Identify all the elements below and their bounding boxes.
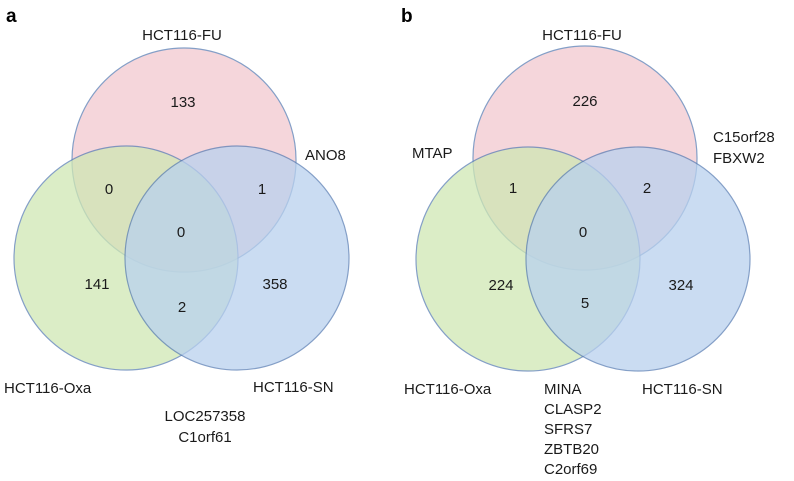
count-fu-only-b: 226 <box>572 93 597 110</box>
count-fu-sn-a: 1 <box>258 181 266 198</box>
count-all-a: 0 <box>177 224 185 241</box>
annotation-oxa-sn-a-2: C1orf61 <box>178 429 231 446</box>
annotation-oxa-sn-b-2: CLASP2 <box>544 401 602 418</box>
annotation-oxa-sn-b-5: C2orf69 <box>544 461 597 478</box>
count-oxa-only-b: 224 <box>488 277 513 294</box>
annotation-oxa-sn-a-1: LOC257358 <box>165 408 246 425</box>
set-circle-sn-b <box>525 146 751 372</box>
count-oxa-sn-a: 2 <box>178 299 186 316</box>
count-oxa-only-a: 141 <box>84 276 109 293</box>
panel-letter-a: a <box>6 6 17 27</box>
annotation-oxa-sn-b-3: SFRS7 <box>544 421 592 438</box>
set-label-fu-a: HCT116-FU <box>142 27 222 44</box>
annotation-oxa-sn-b-1: MINA <box>544 381 582 398</box>
set-label-oxa-a: HCT116-Oxa <box>4 380 92 397</box>
set-label-oxa-b: HCT116-Oxa <box>404 381 492 398</box>
count-sn-only-b: 324 <box>668 277 693 294</box>
count-fu-oxa-b: 1 <box>509 180 517 197</box>
count-fu-oxa-a: 0 <box>105 181 113 198</box>
annotation-fu-sn-b-1: C15orf28 <box>713 129 775 146</box>
set-label-fu-b: HCT116-FU <box>542 27 622 44</box>
annotation-oxa-sn-b-4: ZBTB20 <box>544 441 599 458</box>
set-label-sn-b: HCT116-SN <box>642 381 723 398</box>
set-circle-sn-a <box>124 145 350 371</box>
set-label-sn-a: HCT116-SN <box>253 379 334 396</box>
count-all-b: 0 <box>579 224 587 241</box>
count-fu-only-a: 133 <box>170 94 195 111</box>
count-sn-only-a: 358 <box>262 276 287 293</box>
count-oxa-sn-b: 5 <box>581 295 589 312</box>
venn-panel-a: a HCT116-FU HCT116-Oxa HCT116-SN 133 141… <box>4 6 350 446</box>
annotation-fu-oxa-b-1: MTAP <box>412 145 453 162</box>
annotation-fu-sn-b-2: FBXW2 <box>713 150 765 167</box>
venn-panel-b: b HCT116-FU HCT116-Oxa HCT116-SN 226 224… <box>401 6 775 478</box>
panel-letter-b: b <box>401 6 413 27</box>
count-fu-sn-b: 2 <box>643 180 651 197</box>
annotation-fu-sn-a-1: ANO8 <box>305 147 346 164</box>
